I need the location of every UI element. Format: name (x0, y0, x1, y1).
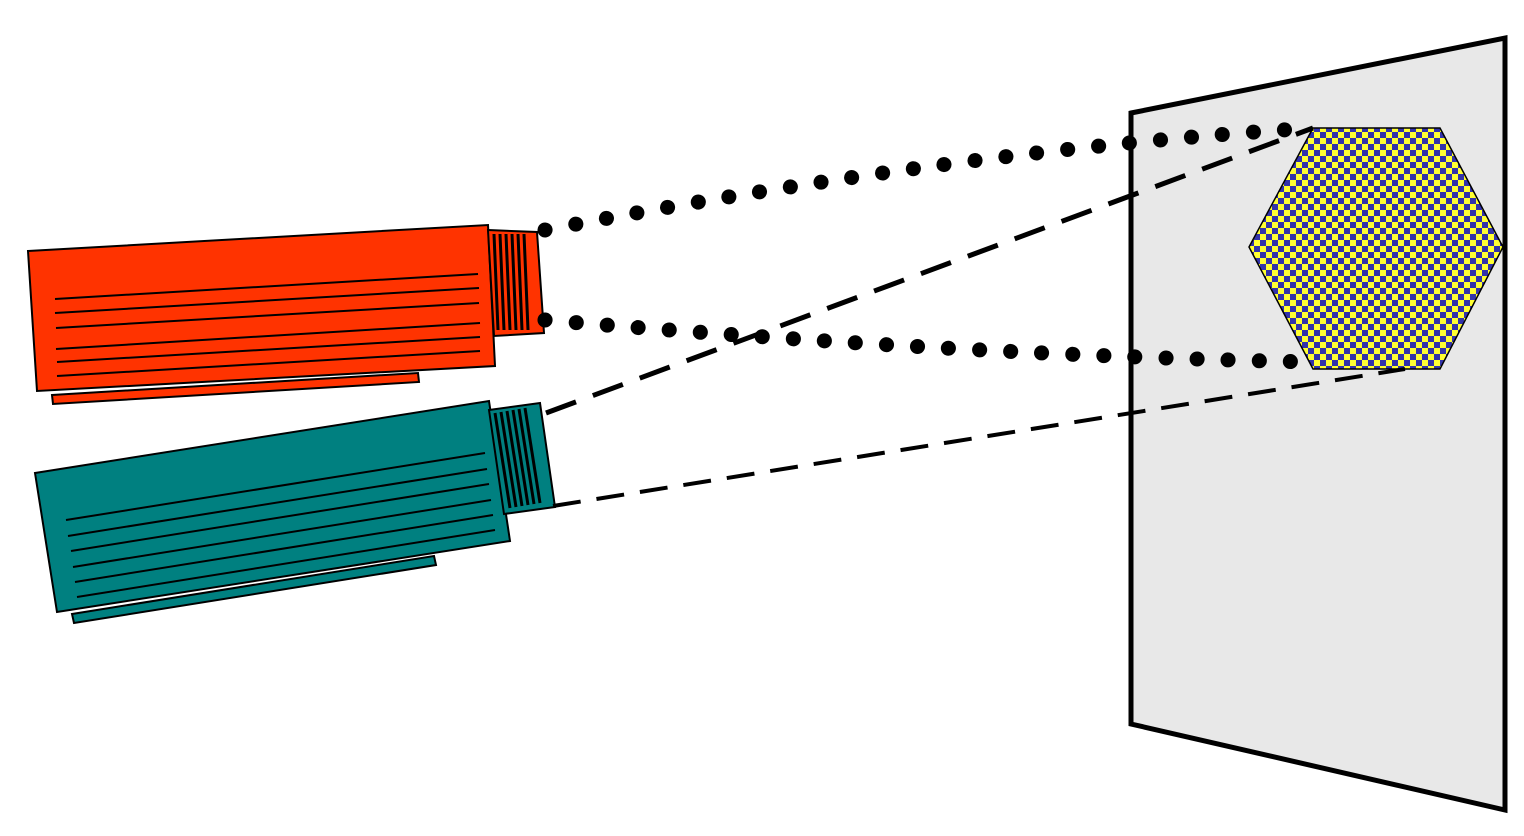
projector-base (50, 371, 421, 406)
lens-grille (493, 407, 542, 509)
projector-base (70, 554, 438, 625)
dashed-ray-bottom (552, 367, 1406, 508)
projector-body-lines (65, 452, 496, 598)
teal-projector (33, 399, 557, 625)
orange-projector (26, 223, 546, 406)
dashed-ray-top (545, 125, 1314, 416)
projector-body (33, 399, 512, 614)
dotted-ray-top (537, 120, 1321, 238)
orange-projector-rays (537, 120, 1321, 370)
dotted-ray-bottom (537, 312, 1321, 370)
teal-projector-rays (545, 125, 1406, 508)
lens-grille (492, 233, 530, 331)
projected-hexagon-image (1248, 127, 1504, 370)
projector-body-lines (54, 273, 481, 377)
projector-body (26, 223, 497, 393)
